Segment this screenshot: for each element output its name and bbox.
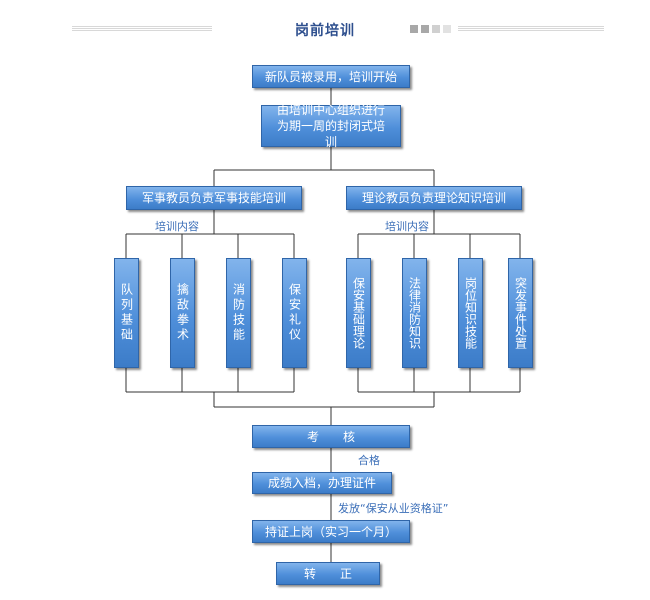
page-title: 岗前培训 — [295, 23, 355, 39]
header-right-lines — [458, 26, 604, 31]
training-content-label-right: 培训内容 — [385, 220, 429, 233]
training-content-label-left: 培训内容 — [155, 220, 199, 233]
module-queue-basics: 队列基础 — [114, 258, 139, 368]
module-fire-skills: 消防技能 — [226, 258, 251, 368]
module-post-knowledge-skills: 岗位知识技能 — [458, 258, 483, 368]
module-emergency-handling: 突发事件处置 — [508, 258, 533, 368]
on-duty-box: 持证上岗（实习一个月） — [252, 520, 410, 543]
module-capture-boxing: 擒敌拳术 — [170, 258, 195, 368]
header-decoration — [410, 25, 451, 33]
regular-employment-box: 转 正 — [276, 562, 380, 585]
archive-certificate-box: 成绩入档，办理证件 — [252, 472, 392, 494]
exam-box: 考 核 — [252, 425, 410, 448]
issue-certificate-label: 发放“保安从业资格证” — [338, 502, 449, 515]
military-training-box: 军事教员负责军事技能培训 — [126, 186, 302, 210]
module-security-etiquette: 保安礼仪 — [282, 258, 307, 368]
pass-label: 合格 — [358, 454, 380, 467]
module-law-fire-knowledge: 法律消防知识 — [402, 258, 427, 368]
start-hired-box: 新队员被录用，培训开始 — [252, 65, 410, 88]
closed-training-box: 由培训中心组织进行为期一周的封闭式培训 — [261, 103, 401, 149]
header-left-lines — [72, 26, 212, 31]
module-security-theory: 保安基础理论 — [346, 258, 371, 368]
theory-training-box: 理论教员负责理论知识培训 — [346, 186, 522, 210]
